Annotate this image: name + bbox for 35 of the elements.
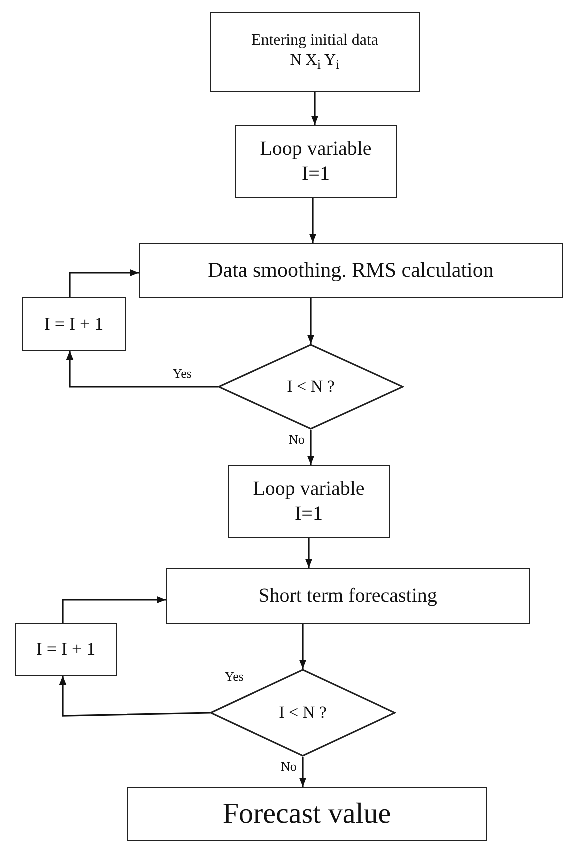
process-box — [235, 125, 397, 198]
arrow — [69, 269, 139, 297]
arrow — [59, 676, 210, 717]
edge-label: Yes — [172, 367, 193, 382]
arrow — [62, 596, 166, 623]
arrow — [66, 351, 218, 388]
edge-label: No — [280, 760, 298, 774]
process-box — [166, 568, 530, 624]
edge-label: No — [288, 433, 306, 448]
step-text: Entering initial data N X$_{i}$ Y$_{i}$ — [250, 30, 380, 74]
decision-diamond — [218, 344, 404, 430]
step-text: Loop variable I=1 — [252, 476, 366, 526]
step-text: I = I + 1 — [44, 312, 104, 336]
process-box — [22, 297, 126, 351]
step-text: Loop variable I=1 — [259, 136, 373, 186]
arrow — [299, 757, 307, 787]
process-box — [228, 465, 390, 538]
arrow — [309, 198, 317, 243]
step-text: Forecast value — [222, 796, 392, 832]
condition-text: I < N ? — [287, 376, 335, 398]
process-box — [210, 12, 420, 92]
process-box — [15, 623, 117, 676]
process-box — [139, 243, 563, 298]
step-text: I = I + 1 — [36, 638, 96, 661]
arrow — [299, 624, 307, 669]
arrow — [305, 538, 313, 568]
arrow — [307, 430, 315, 465]
edge-label: Yes — [224, 670, 245, 684]
step-text: Short term forecasting — [258, 584, 438, 608]
step-text: Data smoothing. RMS calculation — [208, 257, 494, 284]
process-box — [127, 787, 487, 841]
arrow — [307, 298, 315, 344]
decision-diamond — [210, 669, 396, 757]
arrow — [311, 92, 319, 125]
condition-text: I < N ? — [279, 702, 327, 724]
